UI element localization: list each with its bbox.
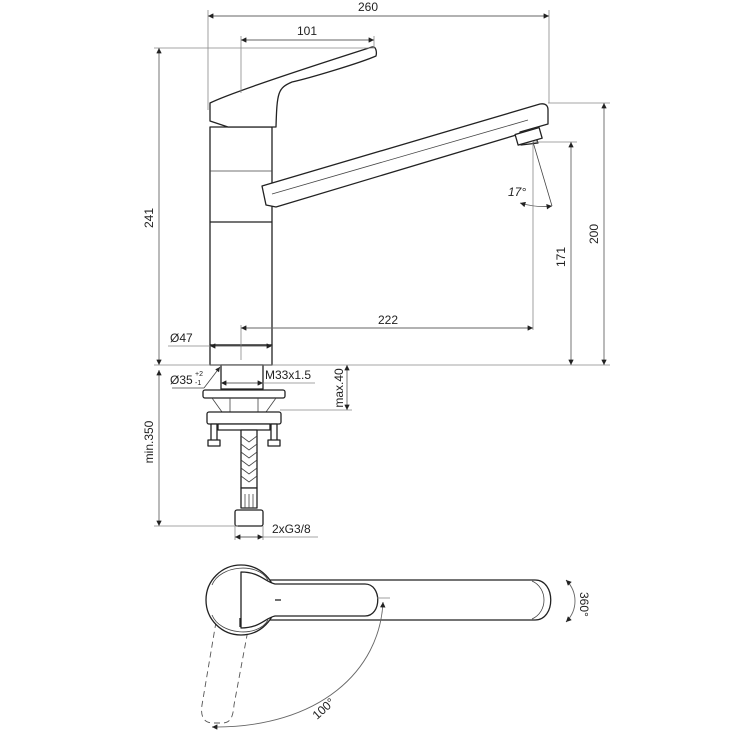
braided-hose bbox=[240, 429, 258, 489]
dimension-labels: 260 101 241 200 171 222 17° Ø47 Ø35 +2 -… bbox=[142, 0, 601, 536]
label-hole-diameter: Ø35 bbox=[170, 373, 193, 387]
faucet-body bbox=[209, 126, 273, 346]
label-spout-rotation: 360° bbox=[577, 592, 591, 617]
label-lever-length: 101 bbox=[297, 24, 317, 38]
label-connections: 2xG3/8 bbox=[272, 522, 311, 536]
label-hose-length: min.350 bbox=[142, 420, 156, 463]
lever-rotated-outline bbox=[201, 621, 249, 724]
label-thread: M33x1.5 bbox=[265, 368, 311, 382]
label-outlet-height: 171 bbox=[554, 247, 568, 267]
label-total-height: 241 bbox=[142, 208, 156, 228]
label-overall-width: 260 bbox=[358, 0, 378, 14]
label-hole-tol-lower: -1 bbox=[195, 380, 201, 387]
faucet-side-view bbox=[209, 46, 549, 366]
label-outlet-angle: 17° bbox=[508, 185, 526, 199]
hose-nut bbox=[234, 509, 264, 527]
label-lever-rotation: 100° bbox=[310, 695, 338, 722]
lever-handle bbox=[209, 46, 378, 128]
label-max-deck: max.40 bbox=[332, 368, 346, 408]
faucet-top-view bbox=[201, 564, 576, 730]
mounting-hardware bbox=[202, 364, 286, 527]
aerator bbox=[514, 126, 543, 146]
label-spout-top-height: 200 bbox=[587, 224, 601, 244]
label-spout-reach: 222 bbox=[378, 313, 398, 327]
dimensions bbox=[154, 10, 610, 540]
label-hole-tol-upper: +2 bbox=[195, 371, 203, 378]
label-body-diameter: Ø47 bbox=[170, 331, 193, 345]
